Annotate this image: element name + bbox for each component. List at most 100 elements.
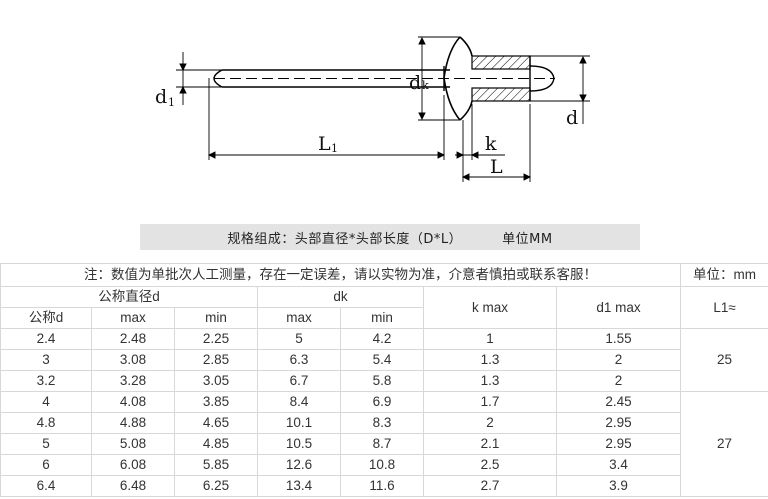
cell-d1: 1.55 [555,328,682,350]
cell-L1: 25 [680,328,768,392]
cell-dk-min: 4.2 [340,328,424,350]
cell-dk-max: 8.4 [257,391,341,413]
header-k-max: k max [423,286,557,329]
cell-d: 5 [0,433,92,455]
cell-d-max: 4.88 [91,412,175,434]
rivet-drawing: d 1 d k d L 1 k L [155,36,590,182]
cell-dk-max: 6.7 [257,370,341,392]
cell-dk-max: 12.6 [257,454,341,476]
cell-d1: 2 [555,370,682,392]
label-k: k [485,133,497,155]
spec-unit: 单位MM [502,231,553,247]
cell-k: 2.5 [423,454,557,476]
cell-dk-min: 8.7 [340,433,424,455]
cell-d-min: 2.85 [174,349,258,371]
dimension-labels: d 1 d k d L 1 k L [155,72,578,178]
cell-d: 6.4 [0,475,92,497]
cell-d: 3 [0,349,92,371]
cell-dk-max: 6.3 [257,349,341,371]
cell-d1: 2.95 [555,412,682,434]
cell-k: 2.7 [423,475,557,497]
cell-d1: 3.4 [555,454,682,476]
cell-k: 2 [423,412,557,434]
cell-dk-max: 5 [257,328,341,350]
cell-k: 1.7 [423,391,557,413]
label-dk-sub: k [422,79,429,92]
spec-title: 规格组成：头部直径*头部长度（D*L） [227,231,463,247]
spec-banner: 规格组成：头部直径*头部长度（D*L） 单位MM [140,224,640,250]
cell-k: 2.1 [423,433,557,455]
cell-d-max: 6.48 [91,475,175,497]
cell-dk-max: 10.5 [257,433,341,455]
cell-d-min: 4.85 [174,433,258,455]
dimension-lines [179,36,587,181]
table-row: 3.2 3.28 3.05 6.7 5.8 1.3 2 [0,370,768,392]
cell-d: 6 [0,454,92,476]
header-nominal-d: 公称d [0,307,92,329]
header-dk-min: min [340,307,424,329]
cell-d: 4 [0,391,92,413]
header-dk-max: max [257,307,341,329]
cell-d-max: 6.08 [91,454,175,476]
spec-table: 注：数值为单批次人工测量，存在一定误差，请以实物为准，介意者慎拍或联系客服！ 单… [0,263,768,497]
header-L1: L1≈ [680,286,768,329]
cell-dk-min: 5.8 [340,370,424,392]
header-dk: dk [257,286,424,308]
table-row: 5 5.08 4.85 10.5 8.7 2.1 2.95 [0,433,768,455]
label-d: d [566,107,578,129]
cell-dk-max: 13.4 [257,475,341,497]
rivet-body [471,55,555,102]
unit-label: 单位：mm [680,263,768,287]
cell-d1: 2 [555,349,682,371]
cell-d-min: 3.85 [174,391,258,413]
cell-d1: 3.9 [555,475,682,497]
cell-d1: 2.95 [555,433,682,455]
cell-d: 2.4 [0,328,92,350]
cell-dk-min: 6.9 [340,391,424,413]
cell-dk-min: 10.8 [340,454,424,476]
cell-dk-max: 10.1 [257,412,341,434]
table-row: 3 3.08 2.85 6.3 5.4 1.3 2 [0,349,768,371]
mandrel-shank [213,69,555,88]
header-d-max: max [91,307,175,329]
table-row: 4.8 4.88 4.65 10.1 8.3 2 2.95 [0,412,768,434]
header-row-1: 公称直径d dk k max d1 max L1≈ [0,286,768,329]
extension-lines [176,36,590,182]
cell-d-min: 3.05 [174,370,258,392]
header-d1-max: d1 max [555,286,682,329]
cell-d: 3.2 [0,370,92,392]
table-row: 6.4 6.48 6.25 13.4 11.6 2.7 3.9 [0,475,768,497]
table-row: 4 4.08 3.85 8.4 6.9 1.7 2.45 27 [0,391,768,497]
rivet-head [443,36,473,121]
label-L: L [490,156,503,178]
cell-L1: 27 [680,391,768,497]
cell-d-min: 2.25 [174,328,258,350]
header-nominal-diameter: 公称直径d [0,286,258,308]
label-L1-sub: 1 [331,142,338,155]
cell-d-min: 6.25 [174,475,258,497]
cell-d-max: 3.08 [91,349,175,371]
cell-d-min: 5.85 [174,454,258,476]
label-dk: d [409,72,421,94]
cell-k: 1.3 [423,370,557,392]
cell-d-min: 4.65 [174,412,258,434]
table-row: 2.4 2.48 2.25 5 4.2 1 1.55 25 [0,328,768,392]
note-text: 注：数值为单批次人工测量，存在一定误差，请以实物为准，介意者慎拍或联系客服！ [0,263,682,287]
cell-d-max: 5.08 [91,433,175,455]
cell-k: 1.3 [423,349,557,371]
cell-dk-min: 8.3 [340,412,424,434]
cell-d-max: 4.08 [91,391,175,413]
header-d-min: min [174,307,258,329]
cell-dk-min: 5.4 [340,349,424,371]
cell-dk-min: 11.6 [340,475,424,497]
cell-d1: 2.45 [555,391,682,413]
label-L1: L [318,133,331,155]
cell-k: 1 [423,328,557,350]
cell-d: 4.8 [0,412,92,434]
table-row: 6 6.08 5.85 12.6 10.8 2.5 3.4 [0,454,768,476]
label-d1-sub: 1 [168,96,175,109]
note-row: 注：数值为单批次人工测量，存在一定误差，请以实物为准，介意者慎拍或联系客服！ 单… [0,263,768,287]
cell-d-max: 2.48 [91,328,175,350]
label-d1: d [155,86,167,108]
cell-d-max: 3.28 [91,370,175,392]
